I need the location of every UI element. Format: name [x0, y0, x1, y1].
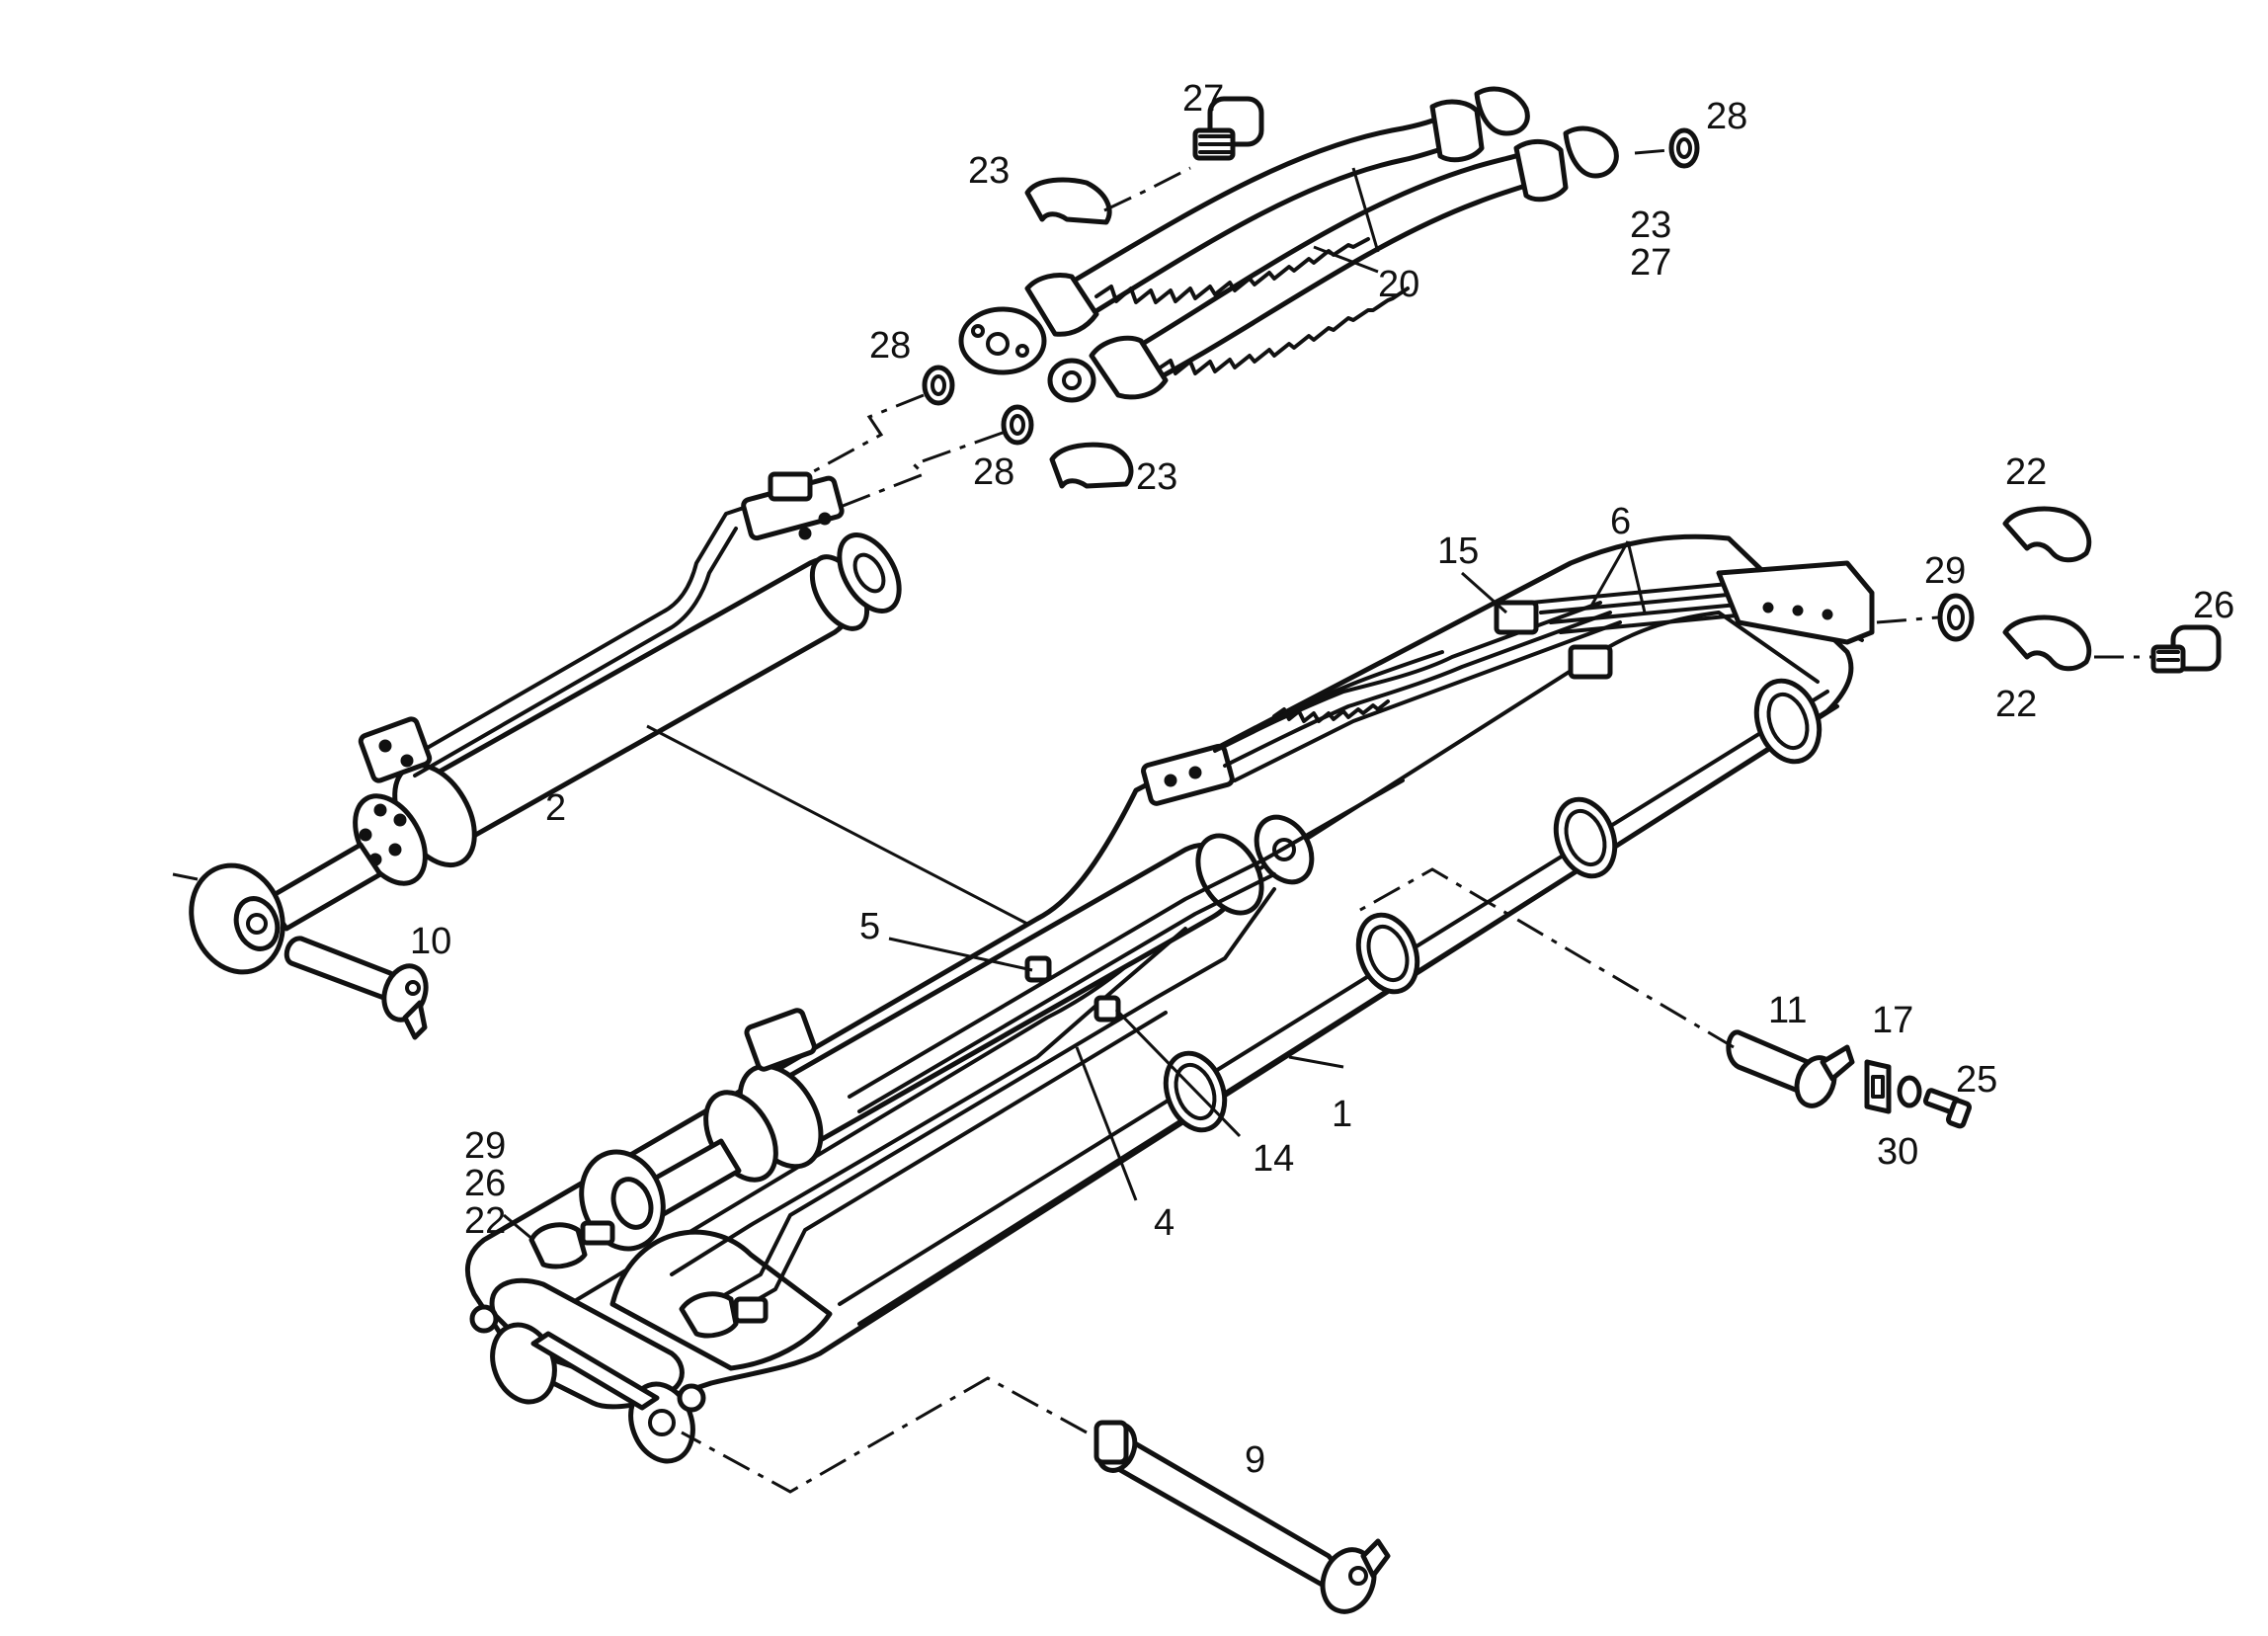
hose-flange-head-left: [958, 306, 1047, 375]
split-flange-23-lower: [1049, 442, 1134, 489]
callout-27a: 27: [1182, 78, 1224, 120]
split-flange-22-top: [2002, 506, 2092, 563]
rear-flange-kit: [1876, 506, 2222, 674]
callout-28c: 28: [973, 451, 1014, 493]
callout-10: 10: [410, 921, 451, 962]
callout-14: 14: [1253, 1138, 1294, 1180]
bolt-27: [1192, 96, 1264, 161]
callout-26b: 26: [464, 1163, 506, 1204]
callout-27b: 27: [1630, 242, 1671, 284]
front-fittings: [503, 1213, 769, 1339]
washer-30: [1897, 1075, 1922, 1108]
callout-6: 6: [1610, 501, 1631, 542]
callout-29a: 29: [1924, 550, 1966, 592]
callout-26a: 26: [2193, 585, 2234, 626]
callout-22c: 22: [464, 1200, 506, 1242]
callout-5: 5: [859, 906, 880, 947]
callout-17: 17: [1872, 1000, 1913, 1041]
bolt-25: [1922, 1088, 1972, 1129]
hydraulic-cylinder-2: [172, 471, 1028, 975]
bolt-26: [2150, 624, 2222, 674]
callout-30: 30: [1877, 1131, 1918, 1173]
split-flange-23-top: [1024, 177, 1112, 225]
hose-flange-head-right-1: [1474, 86, 1530, 136]
hose-fittings: [789, 96, 1700, 521]
o-ring-29: [1937, 593, 1975, 642]
callout-22a: 22: [2005, 451, 2047, 493]
callout-23c: 23: [1136, 456, 1177, 498]
callout-9: 9: [1245, 1439, 1265, 1481]
callout-1: 1: [1332, 1094, 1352, 1135]
callout-4: 4: [1154, 1202, 1174, 1244]
o-ring-28-right: [1668, 127, 1700, 169]
pin-9: [681, 1376, 1391, 1614]
callout-15: 15: [1437, 531, 1479, 572]
callout-11: 11: [1768, 990, 1807, 1031]
split-flange-22-lower: [2002, 614, 2092, 672]
o-ring-28-lower: [1001, 404, 1034, 446]
callout-29b: 29: [464, 1125, 506, 1167]
callout-28b: 28: [869, 325, 911, 367]
callout-2: 2: [545, 787, 566, 829]
callout-23a: 23: [968, 150, 1010, 192]
hose-assembly: [958, 86, 1619, 403]
callout-23b: 23: [1630, 204, 1671, 246]
pin-10: [284, 936, 429, 1040]
callout-22b: 22: [1995, 684, 2037, 725]
hose-flange-head-right-2: [1563, 125, 1619, 179]
pin-11: [1352, 867, 1972, 1129]
callout-20: 20: [1378, 264, 1419, 305]
retainer-plate-17: [1864, 1059, 1892, 1114]
callout-25: 25: [1956, 1059, 1997, 1101]
callout-28a: 28: [1706, 96, 1747, 137]
o-ring-28-left: [922, 365, 955, 406]
callout-labels: 1 2 4 5 6 9 10 11 14 15 17 20 22 22 22 2…: [410, 78, 2234, 1481]
